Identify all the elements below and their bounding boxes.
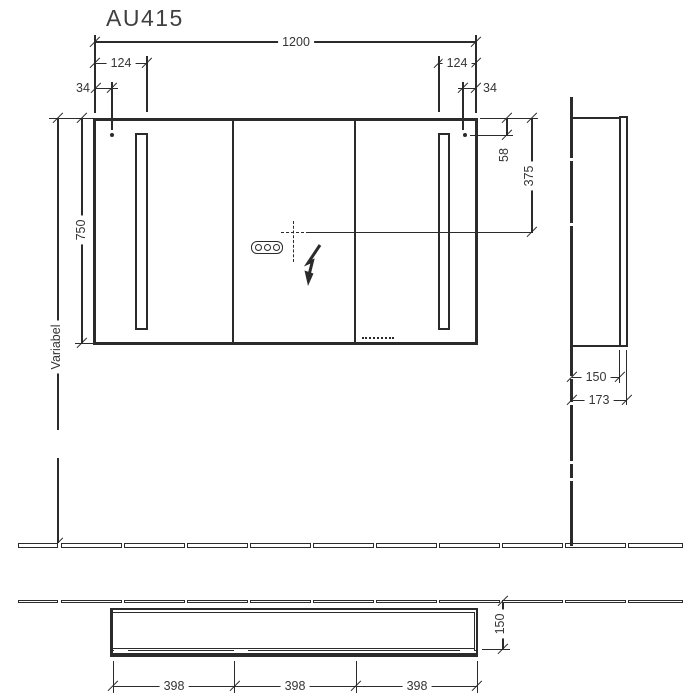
dim-label-door-3: 398 [402,678,432,694]
extension-line [146,56,148,112]
wall-section-segment [313,600,374,604]
dim-label-total-depth: 173 [584,392,614,408]
crosshair-icon [281,231,304,233]
extension-line [355,661,357,693]
dim-label-light-inset-left: 124 [106,55,136,71]
extension-line [112,661,114,693]
wall-section-segment [124,600,185,604]
hinge-dot-icon [463,133,467,137]
extension-line [234,661,236,693]
door-divider-left [231,121,234,342]
extension-line [94,35,96,113]
extension-line [480,117,538,119]
plan-left-edge [110,608,113,657]
plan-inner-right [473,611,475,651]
side-cabinet-top [573,117,619,119]
dim-label-socket-top: 58 [496,148,511,162]
extension-line [75,342,93,344]
wall-section-segment [187,543,248,548]
crosshair-icon [292,221,294,262]
wall-section-segment [376,543,437,548]
door-gap-notch [460,649,474,653]
extension-line [462,82,464,130]
led-light-strip-left [135,133,148,330]
plan-inner-front [113,647,474,649]
dim-label-door-1: 398 [159,678,189,694]
side-wall-line [569,161,573,223]
side-wall-line [569,379,573,402]
dimension-line-hinge-left [95,87,118,89]
wall-section-segment [187,600,248,604]
wall-section-segment [61,543,122,548]
extension-line [111,82,113,130]
drawing-title: AU415 [106,5,184,31]
socket-buttons-icon [251,241,283,254]
plan-mirror-front-thick [110,653,478,657]
extension-line [619,350,621,383]
wall-section-segment [439,600,500,604]
side-wall-line [569,226,573,376]
wall-section-segment [439,543,500,548]
dim-label-width: 1200 [278,34,314,50]
wall-section-segment [250,543,311,548]
dimension-line-variable [57,458,59,543]
wall-section-segment [313,543,374,548]
dim-label-light-inset-right: 124 [442,55,472,71]
extension-line [626,350,628,405]
side-wall-line [569,481,573,546]
wall-section-segment [628,600,683,604]
button-circle [272,244,280,251]
dim-label-plan-depth: 150 [492,609,508,639]
hinge-dot-icon [110,133,114,137]
side-cabinet-bottom [573,344,619,347]
wall-section-segment [124,543,185,548]
extension-line [475,35,477,113]
wall-section-segment [61,600,122,604]
door-gap-notch [114,649,128,653]
plan-back-edge [110,607,478,610]
dim-label-door-2: 398 [280,678,310,694]
button-circle [254,244,262,251]
extension-line [470,134,513,136]
side-wall-line [569,405,573,461]
side-wall-line [569,97,573,158]
extension-line [49,117,93,119]
plan-mirror-front-line [110,650,478,652]
plan-inner-back [113,611,474,613]
wall-section-segment [250,600,311,604]
dim-label-height: 750 [73,215,89,245]
side-mirror-door [619,116,628,347]
wall-section-segment [376,600,437,604]
extension-line [476,661,478,693]
lightning-bolt-icon [303,244,322,286]
extension-line [482,648,510,650]
extension-line [438,56,440,112]
wall-section-segment [502,543,563,548]
extension-line [306,231,533,233]
dimension-line-variable [57,118,59,430]
wall-section-segment [18,600,58,604]
wall-section-segment [628,543,683,548]
door-gap-notch [234,649,248,653]
wall-section-segment [565,600,626,604]
wall-section-segment [502,600,563,604]
dim-label-depth: 150 [581,369,611,385]
dim-label-socket-centre: 375 [521,161,537,191]
brand-marking [362,337,394,339]
dim-label-hinge-inset-right: 34 [483,80,497,95]
plan-right-edge [475,608,478,657]
side-wall-line [569,464,573,478]
dim-label-variable-height: Variabel [48,320,64,374]
dim-label-hinge-inset-left: 34 [76,80,90,95]
wall-section-segment [565,543,626,548]
dimension-line-socket-top [506,118,508,135]
button-circle [263,244,271,251]
dimension-line-hinge-right [458,87,476,89]
wall-section-segment [18,543,58,548]
